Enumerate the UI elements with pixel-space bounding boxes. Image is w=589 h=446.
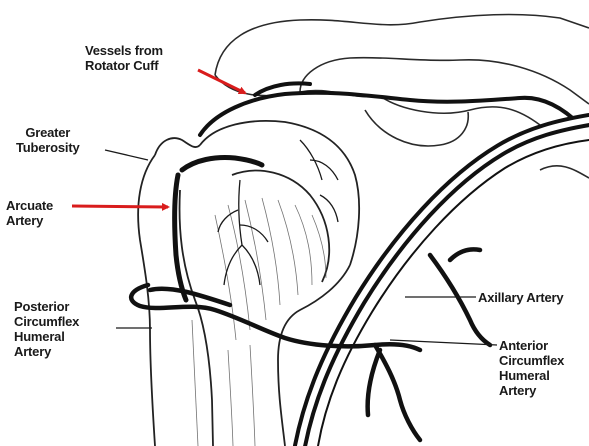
label-arcuate-artery-line2: Artery xyxy=(6,213,53,228)
label-axillary-line1: Axillary Artery xyxy=(478,290,563,305)
label-anterior-line4: Artery xyxy=(499,383,564,398)
label-anterior-line2: Circumflex xyxy=(499,353,564,368)
label-anterior-line3: Humeral xyxy=(499,368,564,383)
label-axillary-artery: Axillary Artery xyxy=(478,290,563,305)
humerus-outline xyxy=(138,121,359,446)
label-arcuate-artery: Arcuate Artery xyxy=(6,198,53,228)
rotator-cuff-vessels xyxy=(200,83,580,135)
label-posterior-circumflex-humeral-artery: Posterior Circumflex Humeral Artery xyxy=(14,299,79,359)
label-greater-tuberosity: Greater Tuberosity xyxy=(16,125,80,155)
label-posterior-line3: Humeral xyxy=(14,329,79,344)
label-anterior-circumflex-humeral-artery: Anterior Circumflex Humeral Artery xyxy=(499,338,564,398)
red-pointer-arrows xyxy=(72,70,245,207)
label-anterior-line1: Anterior xyxy=(499,338,564,353)
label-arcuate-artery-line1: Arcuate xyxy=(6,198,53,213)
label-vessels-rotator-cuff-line2: Rotator Cuff xyxy=(85,58,163,73)
label-posterior-line2: Circumflex xyxy=(14,314,79,329)
label-vessels-rotator-cuff-line1: Vessels from xyxy=(85,43,163,58)
label-posterior-line4: Artery xyxy=(14,344,79,359)
label-greater-tuberosity-line2: Tuberosity xyxy=(16,140,80,155)
label-vessels-rotator-cuff: Vessels from Rotator Cuff xyxy=(85,43,163,73)
label-posterior-line1: Posterior xyxy=(14,299,79,314)
label-greater-tuberosity-line1: Greater xyxy=(16,125,80,140)
label-leaders xyxy=(105,150,497,345)
